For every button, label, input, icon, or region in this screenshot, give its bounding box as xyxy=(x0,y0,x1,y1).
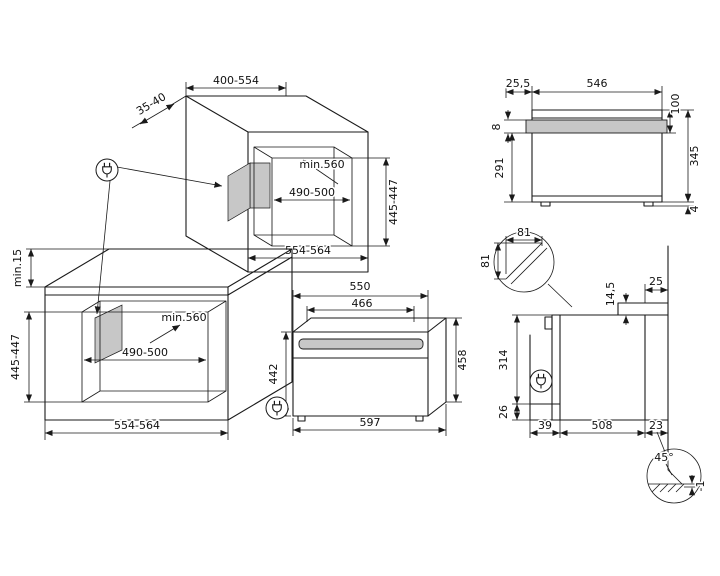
front-view-outline xyxy=(531,109,663,207)
dim-base-vent-width: 490-500 xyxy=(122,346,168,359)
dim-oven-top-width: 550 xyxy=(350,280,371,293)
socket-leader-arrows xyxy=(94,166,223,315)
power-socket-icon xyxy=(95,158,119,182)
dim-tall-niche-height: 445-447 xyxy=(387,179,400,225)
dim-oven-inner-width: 466 xyxy=(352,297,373,310)
dim-chamfer-angle: 45° xyxy=(654,451,674,464)
base-cabinet-dimensions xyxy=(24,248,229,440)
dim-front-side-offset: 25,5 xyxy=(506,77,531,90)
dim-tall-wall-gap: 35-40 xyxy=(134,90,168,118)
base-cabinet-socket-zone xyxy=(94,304,123,364)
tall-cabinet-dimensions xyxy=(131,82,390,262)
dim-side-top-clearance: 14,5 xyxy=(604,282,617,307)
side-detail-corner xyxy=(493,231,573,308)
tall-cabinet-socket-zone xyxy=(227,162,271,222)
dim-tall-vent-width: 490-500 xyxy=(289,186,335,199)
dim-oven-front-height: 442 xyxy=(267,364,280,385)
front-view-handle xyxy=(525,119,668,134)
dim-front-door-height: 291 xyxy=(493,158,506,179)
dim-side-bottom-gap: 26 xyxy=(497,405,510,419)
dim-tall-top-depth: 400-554 xyxy=(213,74,259,87)
dim-tall-niche-depth: min.560 xyxy=(299,158,344,171)
dim-chamfer-offset: -1 xyxy=(694,481,707,492)
power-socket-icon xyxy=(529,369,553,393)
dim-side-depth: 508 xyxy=(592,419,613,432)
dim-oven-total-width: 597 xyxy=(360,416,381,429)
side-detail-chamfer xyxy=(646,431,702,504)
dim-tall-niche-width: 554-564 xyxy=(285,244,331,257)
dim-corner-height: 81 xyxy=(479,254,492,268)
dim-front-trim: 8 xyxy=(490,124,503,131)
side-view-dimensions xyxy=(512,284,669,438)
dim-oven-total-height: 458 xyxy=(456,350,469,371)
dim-front-bottom-gap: 4 xyxy=(688,206,701,213)
tall-cabinet-outline xyxy=(185,95,369,273)
dim-side-height: 314 xyxy=(497,350,510,371)
dim-side-rear-top-gap: 25 xyxy=(649,275,663,288)
power-socket-icon xyxy=(265,396,289,420)
dim-front-width: 546 xyxy=(587,77,608,90)
dim-base-niche-height: 445-447 xyxy=(9,334,22,380)
oven-handle xyxy=(298,338,424,350)
dim-base-niche-width: 554-564 xyxy=(114,419,160,432)
oven-isometric-outline xyxy=(292,317,447,422)
dim-side-front-gap: 39 xyxy=(538,419,552,432)
dim-side-rear-gap: 23 xyxy=(649,419,663,432)
front-view-dimensions xyxy=(504,86,694,215)
dim-base-counter-gap: min.15 xyxy=(11,249,24,287)
oven-dimensions xyxy=(281,290,462,436)
dim-base-niche-depth: min.560 xyxy=(161,311,206,324)
dim-front-total-height: 345 xyxy=(688,146,701,167)
dim-corner-width: 81 xyxy=(517,226,531,239)
dim-front-panel-height: 100 xyxy=(669,94,682,115)
